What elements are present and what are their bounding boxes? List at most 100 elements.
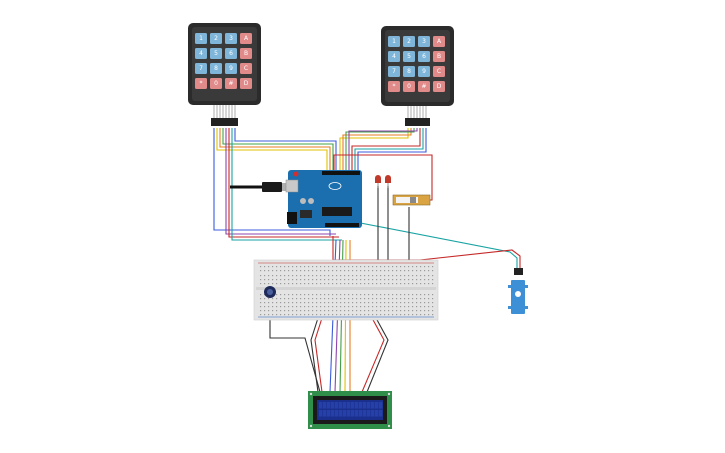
- breadboard-hole: [388, 266, 390, 268]
- led-2-body: [385, 175, 391, 183]
- slide-switch-knob[interactable]: [410, 197, 416, 203]
- breadboard-hole: [392, 314, 394, 316]
- breadboard-hole: [368, 283, 370, 285]
- keypad-left-key-10[interactable]: [210, 63, 222, 74]
- wire-red-loop: [333, 154, 433, 201]
- breadboard-hole: [304, 294, 306, 296]
- keypad-right-key-label: 7: [392, 68, 396, 75]
- breadboard-hole: [372, 314, 374, 316]
- breadboard-hole: [356, 266, 358, 268]
- breadboard: [253, 259, 439, 321]
- breadboard-hole: [276, 310, 278, 312]
- breadboard-hole: [380, 270, 382, 272]
- keypad-left-pins: [213, 105, 236, 118]
- breadboard-hole: [320, 266, 322, 268]
- breadboard-hole: [344, 294, 346, 296]
- breadboard-hole: [408, 314, 410, 316]
- breadboard-hole: [404, 302, 406, 304]
- keypad-right-key-10[interactable]: [403, 66, 415, 77]
- breadboard-hole: [412, 306, 414, 308]
- breadboard-hole: [296, 314, 298, 316]
- lcd-cell: [351, 410, 355, 417]
- keypad-right-key-16[interactable]: [433, 81, 445, 92]
- breadboard-hole: [276, 294, 278, 296]
- keypad-right-key-13[interactable]: [388, 81, 400, 92]
- keypad-left-key-1[interactable]: [195, 33, 207, 44]
- breadboard-hole: [324, 306, 326, 308]
- keypad-right-key-5[interactable]: [388, 51, 400, 62]
- breadboard-hole: [296, 310, 298, 312]
- keypad-right-key-4[interactable]: [433, 36, 445, 47]
- breadboard-hole: [388, 298, 390, 300]
- breadboard-hole: [340, 275, 342, 277]
- keypad-left-key-5[interactable]: [195, 48, 207, 59]
- keypad-left-key-6[interactable]: [210, 48, 222, 59]
- breadboard-hole: [400, 298, 402, 300]
- breadboard-hole: [276, 298, 278, 300]
- potentiometer[interactable]: [264, 286, 276, 298]
- keypad-left-key-8[interactable]: [240, 48, 252, 59]
- potentiometer-knob[interactable]: [267, 289, 273, 295]
- keypad-left-key-4[interactable]: [240, 33, 252, 44]
- slide-switch[interactable]: [392, 194, 431, 206]
- keypad-left-key-12[interactable]: [240, 63, 252, 74]
- arduino-logo-icon: [328, 182, 342, 190]
- breadboard-hole: [264, 283, 266, 285]
- keypad-right-key-12[interactable]: [433, 66, 445, 77]
- keypad-left-key-7[interactable]: [225, 48, 237, 59]
- keypad-right-key-8[interactable]: [433, 51, 445, 62]
- keypad-left-key-9[interactable]: [195, 63, 207, 74]
- keypad-right-key-9[interactable]: [388, 66, 400, 77]
- breadboard-hole: [304, 302, 306, 304]
- keypad-right-key-7[interactable]: [418, 51, 430, 62]
- breadboard-hole: [356, 270, 358, 272]
- breadboard-hole: [360, 266, 362, 268]
- keypad-left-key-11[interactable]: [225, 63, 237, 74]
- keypad-right-key-15[interactable]: [418, 81, 430, 92]
- breadboard-hole: [420, 294, 422, 296]
- lcd-cell: [375, 402, 379, 409]
- arduino-reset-button[interactable]: [293, 171, 299, 177]
- breadboard-hole: [300, 306, 302, 308]
- lcd-display[interactable]: [308, 391, 392, 429]
- breadboard-hole: [344, 275, 346, 277]
- breadboard-hole: [412, 283, 414, 285]
- breadboard-hole: [424, 279, 426, 281]
- breadboard-hole: [416, 270, 418, 272]
- arduino-uno[interactable]: [285, 170, 362, 228]
- breadboard-hole: [432, 306, 434, 308]
- breadboard-hole: [316, 270, 318, 272]
- keypad-left-key-2[interactable]: [210, 33, 222, 44]
- servo-motor[interactable]: [508, 268, 528, 314]
- breadboard-hole: [272, 279, 274, 281]
- breadboard-hole: [272, 314, 274, 316]
- breadboard-hole: [376, 302, 378, 304]
- keypad-left-key-15[interactable]: [225, 78, 237, 89]
- breadboard-hole: [408, 302, 410, 304]
- breadboard-hole: [332, 310, 334, 312]
- keypad-right-key-3[interactable]: [418, 36, 430, 47]
- led-2[interactable]: [385, 175, 391, 188]
- breadboard-hole: [360, 294, 362, 296]
- keypad-left-key-13[interactable]: [195, 78, 207, 89]
- breadboard-hole: [284, 298, 286, 300]
- usb-plug: [262, 182, 282, 192]
- keypad-right-key-14[interactable]: [403, 81, 415, 92]
- wire-left-keypad-3: [219, 128, 331, 172]
- keypad-left-key-3[interactable]: [225, 33, 237, 44]
- breadboard-hole: [352, 302, 354, 304]
- keypad-right-key-1[interactable]: [388, 36, 400, 47]
- wire-right-keypad-4: [348, 128, 418, 172]
- keypad-left-key-label: *: [200, 80, 203, 87]
- breadboard-hole: [328, 266, 330, 268]
- keypad-left-key-14[interactable]: [210, 78, 222, 89]
- keypad-left-key-16[interactable]: [240, 78, 252, 89]
- breadboard-hole: [352, 306, 354, 308]
- breadboard-hole: [408, 275, 410, 277]
- led-1[interactable]: [375, 175, 381, 188]
- keypad-right-key-11[interactable]: [418, 66, 430, 77]
- keypad-right-key-2[interactable]: [403, 36, 415, 47]
- keypad-right-key-6[interactable]: [403, 51, 415, 62]
